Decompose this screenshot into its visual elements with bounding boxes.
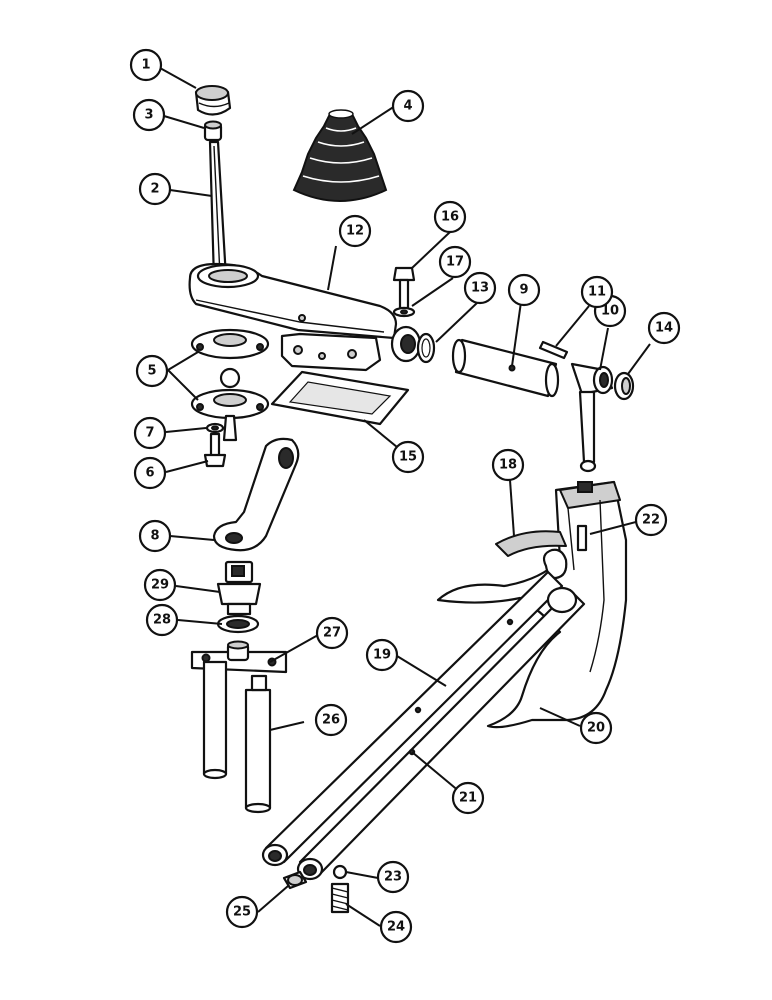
part-26-pins — [202, 660, 272, 814]
callout-15-label: 15 — [399, 450, 417, 465]
callout-22-label: 22 — [642, 513, 660, 528]
part-22-pin — [576, 524, 588, 552]
callout-24-label: 24 — [387, 920, 405, 935]
callout-1: 1 — [129, 48, 163, 82]
callout-13-label: 13 — [471, 281, 489, 296]
callout-6-label: 6 — [145, 466, 154, 481]
part-29-switch — [216, 560, 262, 616]
part-24-detent-spring — [330, 882, 350, 914]
part-2-gear-lever — [208, 140, 228, 282]
callout-18-label: 18 — [499, 458, 517, 473]
callout-16: 16 — [433, 200, 467, 234]
callout-10-label: 10 — [601, 304, 619, 319]
part-14-plug — [613, 371, 635, 401]
callout-7: 7 — [133, 416, 167, 450]
callout-13: 13 — [463, 271, 497, 305]
part-25-plug — [282, 870, 308, 890]
callout-11: 11 — [580, 275, 614, 309]
callout-9: 9 — [507, 273, 541, 307]
callout-26-label: 26 — [322, 713, 340, 728]
callout-28-label: 28 — [153, 613, 171, 628]
part-5-ball-joint — [190, 328, 270, 442]
callout-5: 5 — [135, 354, 169, 388]
callout-17: 17 — [438, 245, 472, 279]
callout-8: 8 — [138, 519, 172, 553]
part-16-bolt — [392, 266, 416, 310]
callout-20-label: 20 — [587, 721, 605, 736]
callout-24: 24 — [379, 910, 413, 944]
part-21-selector-rail — [296, 586, 586, 881]
callout-14-label: 14 — [655, 321, 673, 336]
callout-28: 28 — [145, 603, 179, 637]
callout-29: 29 — [143, 568, 177, 602]
callout-12: 12 — [338, 214, 372, 248]
part-11-roll-pin — [538, 340, 569, 360]
callout-5-label: 5 — [147, 364, 156, 379]
callout-4-label: 4 — [403, 99, 412, 114]
callout-15: 15 — [391, 440, 425, 474]
part-3-bushing — [203, 120, 223, 142]
callout-9-label: 9 — [519, 283, 528, 298]
part-18-selector-fork — [495, 530, 568, 580]
callout-3-label: 3 — [144, 108, 153, 123]
callout-26: 26 — [314, 703, 348, 737]
callout-29-label: 29 — [151, 578, 169, 593]
callout-14: 14 — [647, 311, 681, 345]
part-17-washer — [392, 306, 416, 318]
callout-1-label: 1 — [141, 58, 150, 73]
callout-23: 23 — [376, 860, 410, 894]
callout-8-label: 8 — [150, 529, 159, 544]
callout-19-label: 19 — [373, 648, 391, 663]
callout-18: 18 — [491, 448, 525, 482]
callout-11-label: 11 — [588, 285, 606, 300]
part-19-selector-rail — [261, 570, 564, 867]
callout-25: 25 — [225, 895, 259, 929]
part-4-rubber-boot — [292, 109, 388, 202]
callout-2-label: 2 — [150, 182, 159, 197]
callout-20: 20 — [579, 711, 613, 745]
callout-22: 22 — [634, 503, 668, 537]
callout-12-label: 12 — [346, 224, 364, 239]
part-28-sealing-ring — [216, 614, 260, 634]
part-15-gasket — [270, 370, 410, 426]
part-8-shift-arm — [212, 437, 300, 552]
part-23-detent-ball — [332, 864, 348, 880]
callout-2: 2 — [138, 172, 172, 206]
part-9-shaft — [451, 338, 560, 398]
callout-25-label: 25 — [233, 905, 251, 920]
callout-23-label: 23 — [384, 870, 402, 885]
callout-21-label: 21 — [459, 791, 477, 806]
callout-3: 3 — [132, 98, 166, 132]
callout-27-label: 27 — [323, 626, 341, 641]
callout-21: 21 — [451, 781, 485, 815]
part-7-washer — [205, 422, 225, 434]
callout-27: 27 — [315, 616, 349, 650]
callout-4: 4 — [391, 89, 425, 123]
callout-16-label: 16 — [441, 210, 459, 225]
part-12-shift-housing — [188, 262, 422, 372]
callout-19: 19 — [365, 638, 399, 672]
callout-7-label: 7 — [145, 426, 154, 441]
part-13-o-ring — [416, 332, 436, 364]
part-1-gear-knob — [194, 85, 232, 116]
callout-17-label: 17 — [446, 255, 464, 270]
callout-6: 6 — [133, 456, 167, 490]
part-10-selector-lever — [570, 362, 614, 473]
